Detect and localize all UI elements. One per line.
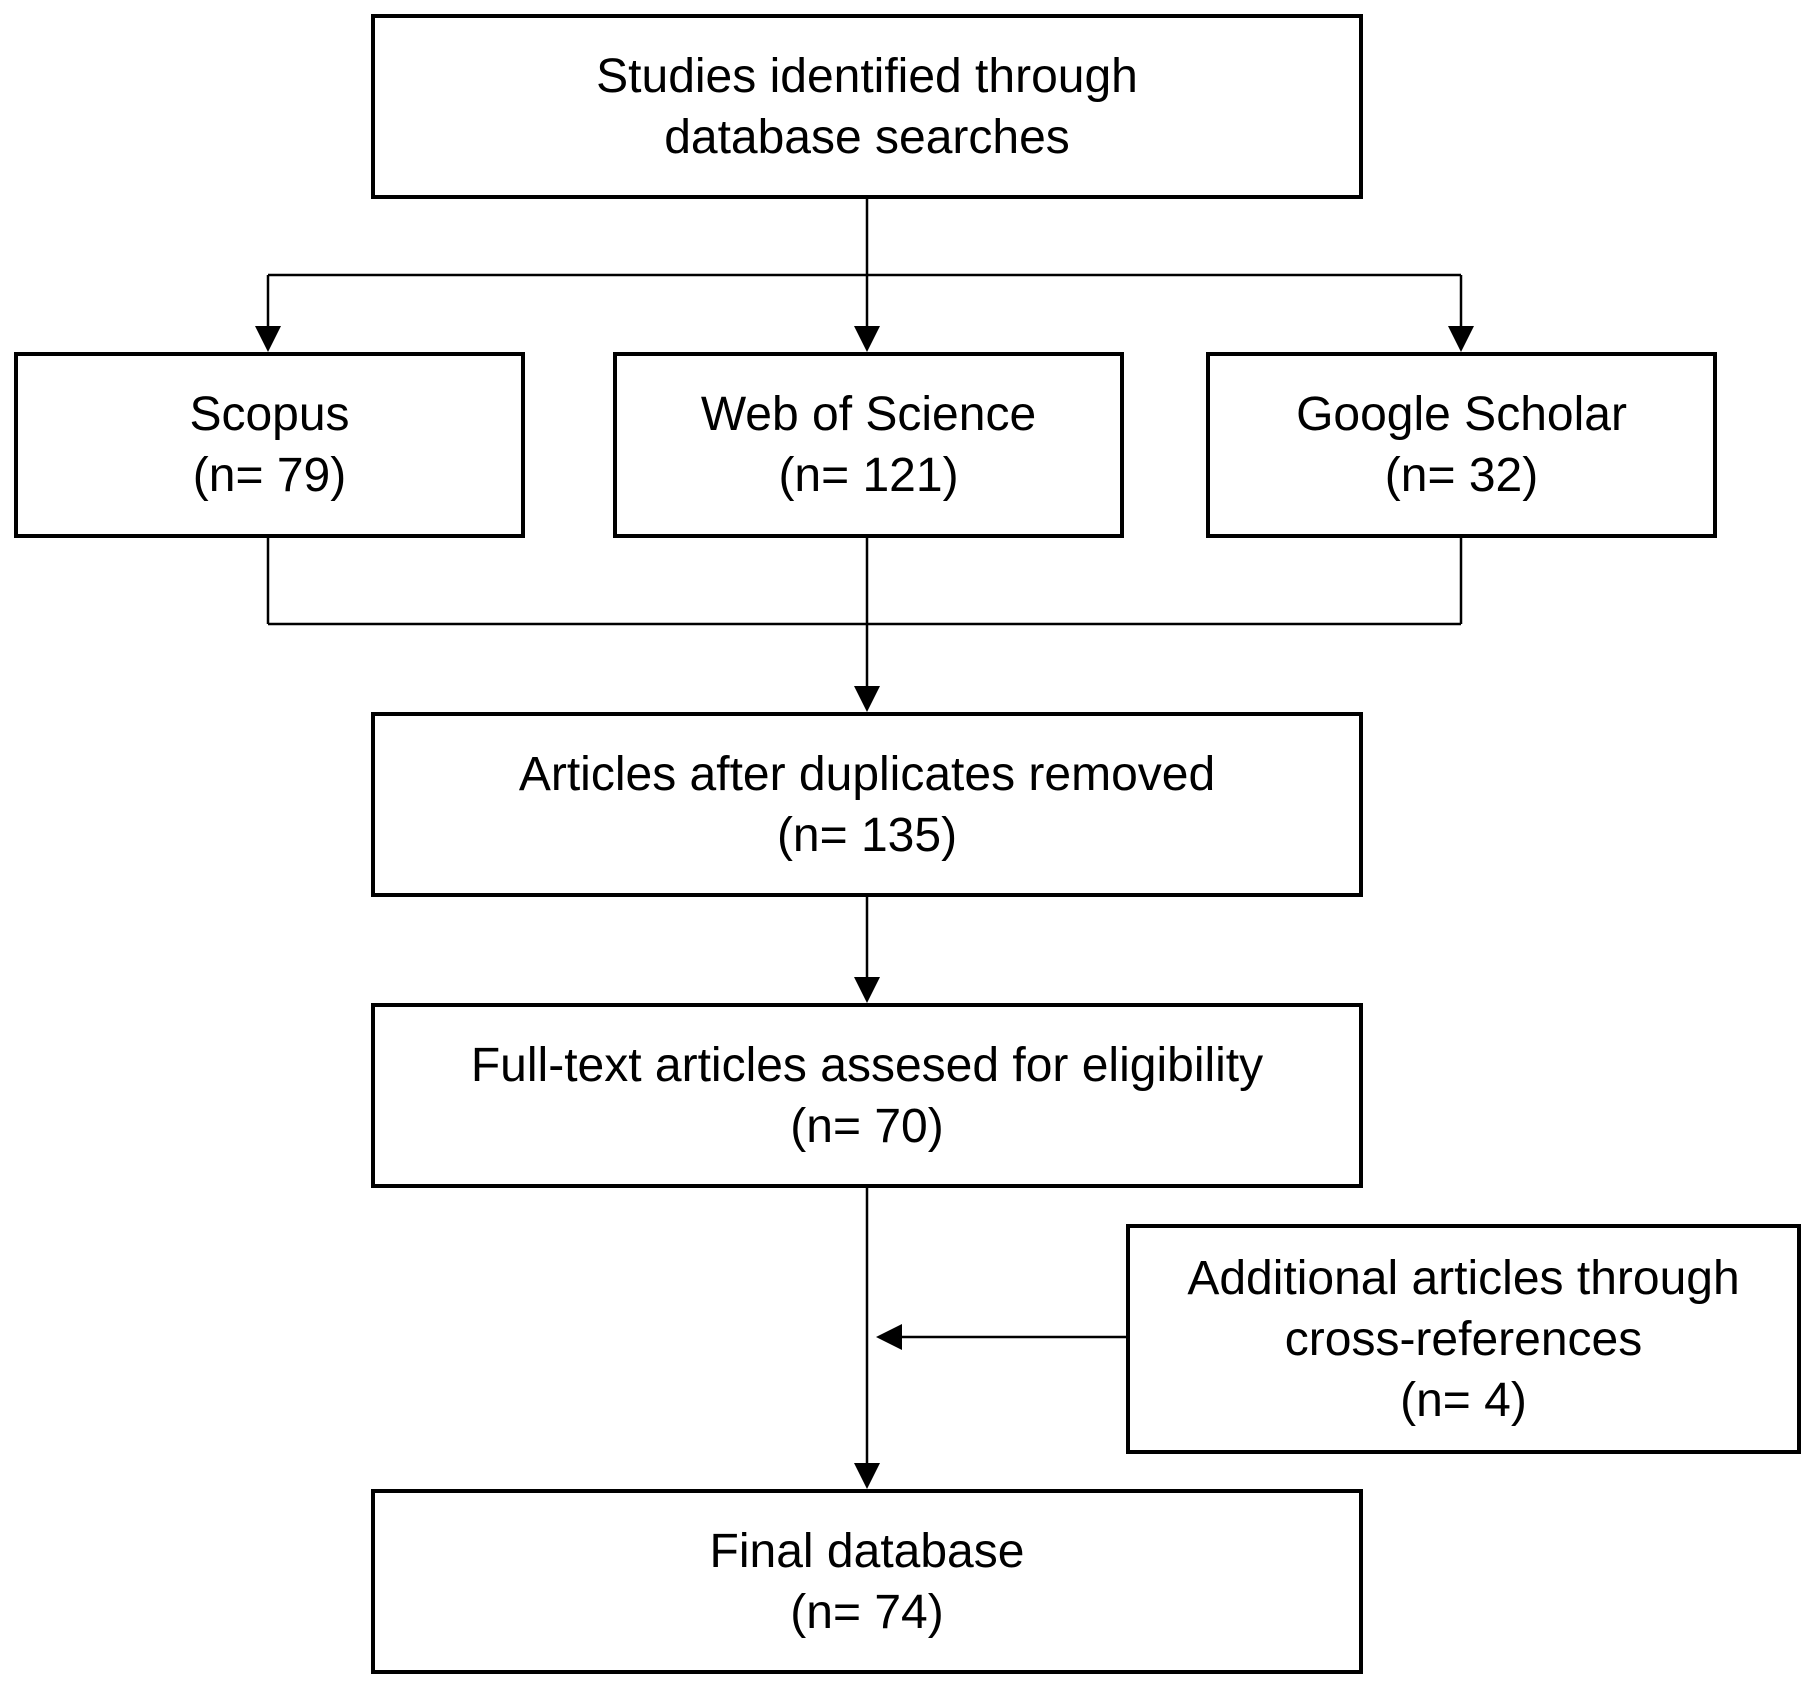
node-fulltext-line-2: (n= 70) bbox=[790, 1099, 944, 1153]
node-scopus: Scopus (n= 79) bbox=[14, 352, 525, 538]
node-fulltext-line-1: Full-text articles assesed for eligibili… bbox=[470, 1038, 1264, 1092]
node-scopus-line-2: (n= 79) bbox=[192, 449, 347, 502]
node-final-database: Final database (n= 74) bbox=[371, 1489, 1363, 1674]
arrowhead-additional bbox=[876, 1324, 902, 1350]
node-scholar-line-2: (n= 32) bbox=[1384, 449, 1539, 502]
arrowhead-final bbox=[854, 1463, 880, 1489]
node-google-scholar: Google Scholar (n= 32) bbox=[1206, 352, 1717, 538]
node-dedup-line-2: (n= 135) bbox=[776, 808, 958, 862]
node-additional-line-3: (n= 4) bbox=[1400, 1373, 1527, 1427]
arrowhead-scholar bbox=[1448, 326, 1474, 352]
node-wos-line-2: (n= 121) bbox=[778, 449, 959, 502]
node-duplicates-removed: Articles after duplicates removed (n= 13… bbox=[371, 712, 1363, 897]
node-dedup-line-1: Articles after duplicates removed bbox=[518, 747, 1216, 801]
node-additional-line-1: Additional articles through bbox=[1187, 1251, 1740, 1305]
node-additional-line-2: cross-references bbox=[1284, 1312, 1643, 1366]
node-full-text-eligibility: Full-text articles assesed for eligibili… bbox=[371, 1003, 1363, 1188]
node-additional-articles: Additional articles through cross-refere… bbox=[1126, 1224, 1801, 1454]
arrowhead-wos bbox=[854, 326, 880, 352]
arrowhead-dedup bbox=[854, 686, 880, 712]
node-final-line-1: Final database bbox=[709, 1524, 1025, 1578]
node-studies-line-1: Studies identified through bbox=[596, 49, 1138, 103]
node-web-of-science: Web of Science (n= 121) bbox=[613, 352, 1124, 538]
node-scopus-line-1: Scopus bbox=[189, 388, 350, 441]
node-scholar-line-1: Google Scholar bbox=[1296, 388, 1627, 441]
node-studies-line-2: database searches bbox=[664, 110, 1070, 164]
node-wos-line-1: Web of Science bbox=[700, 388, 1037, 441]
node-studies-identified: Studies identified through database sear… bbox=[371, 14, 1363, 199]
arrowhead-fulltext bbox=[854, 977, 880, 1003]
node-final-line-2: (n= 74) bbox=[790, 1585, 944, 1639]
arrowhead-scopus bbox=[255, 326, 281, 352]
